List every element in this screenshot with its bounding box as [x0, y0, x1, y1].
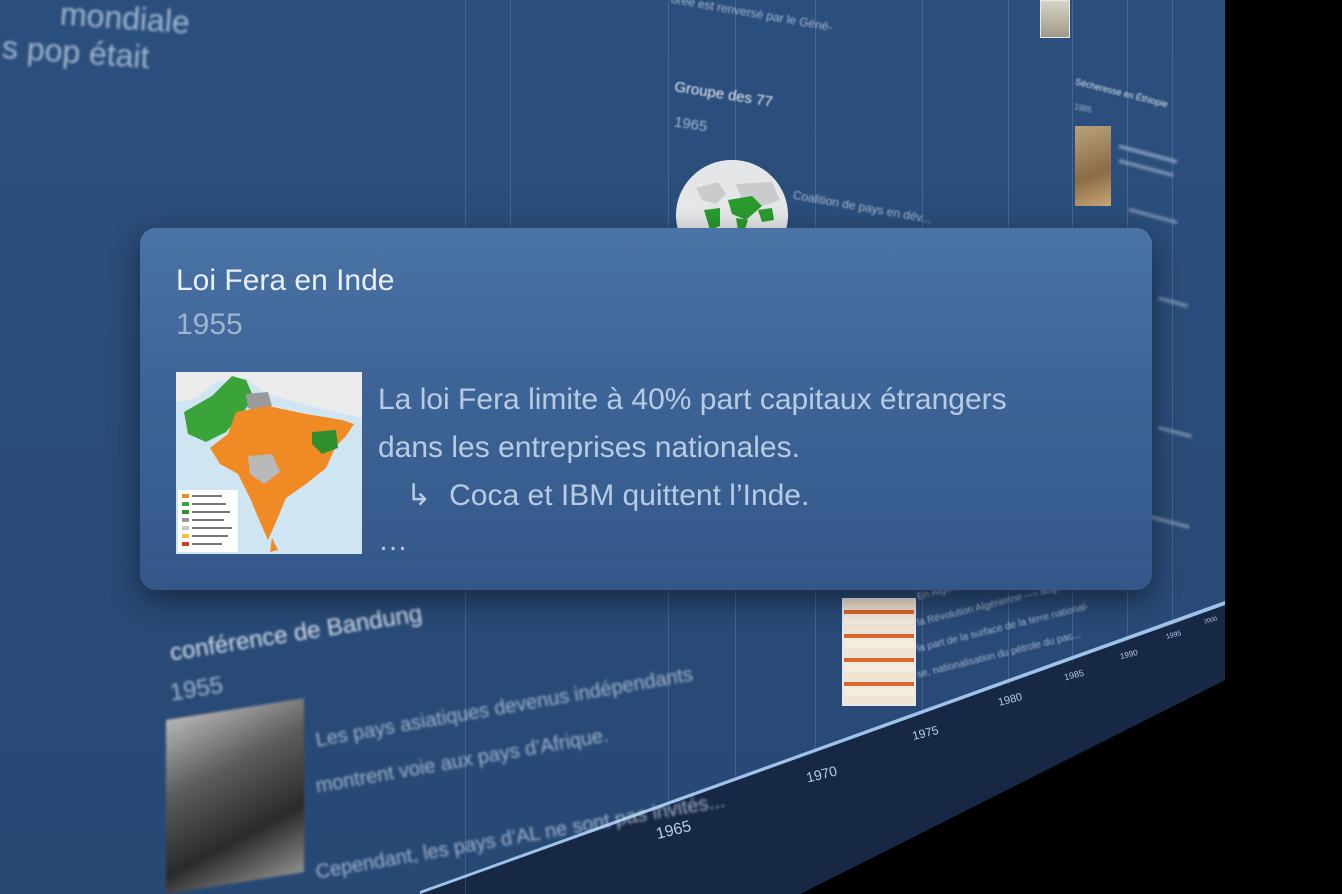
card-title: Loi Fera en Inde	[176, 264, 395, 297]
event-thumbnail	[842, 598, 916, 706]
card-description: La loi Fera limite à 40% part capitaux é…	[378, 376, 1007, 520]
event-thumbnail	[1040, 0, 1070, 38]
card-text-line: La loi Fera limite à 40% part capitaux é…	[378, 383, 1007, 416]
card-more-indicator[interactable]: …	[378, 524, 408, 557]
event-thumbnail	[1075, 126, 1111, 206]
card-year: 1955	[176, 308, 243, 341]
card-text-consequence: ↳ Coca et IBM quittent l’Inde.	[378, 472, 1007, 520]
grid-line	[510, 0, 511, 230]
india-partition-map-image[interactable]	[176, 372, 362, 554]
card-text-line: dans les entreprises nationales.	[378, 431, 800, 464]
event-detail-card[interactable]: Loi Fera en Inde 1955	[140, 228, 1152, 590]
grid-line	[1172, 0, 1173, 625]
return-arrow-icon: ↳	[406, 479, 432, 512]
card-text-line: Coca et IBM quittent l’Inde.	[449, 479, 810, 512]
event-thumbnail-photo	[166, 698, 304, 894]
